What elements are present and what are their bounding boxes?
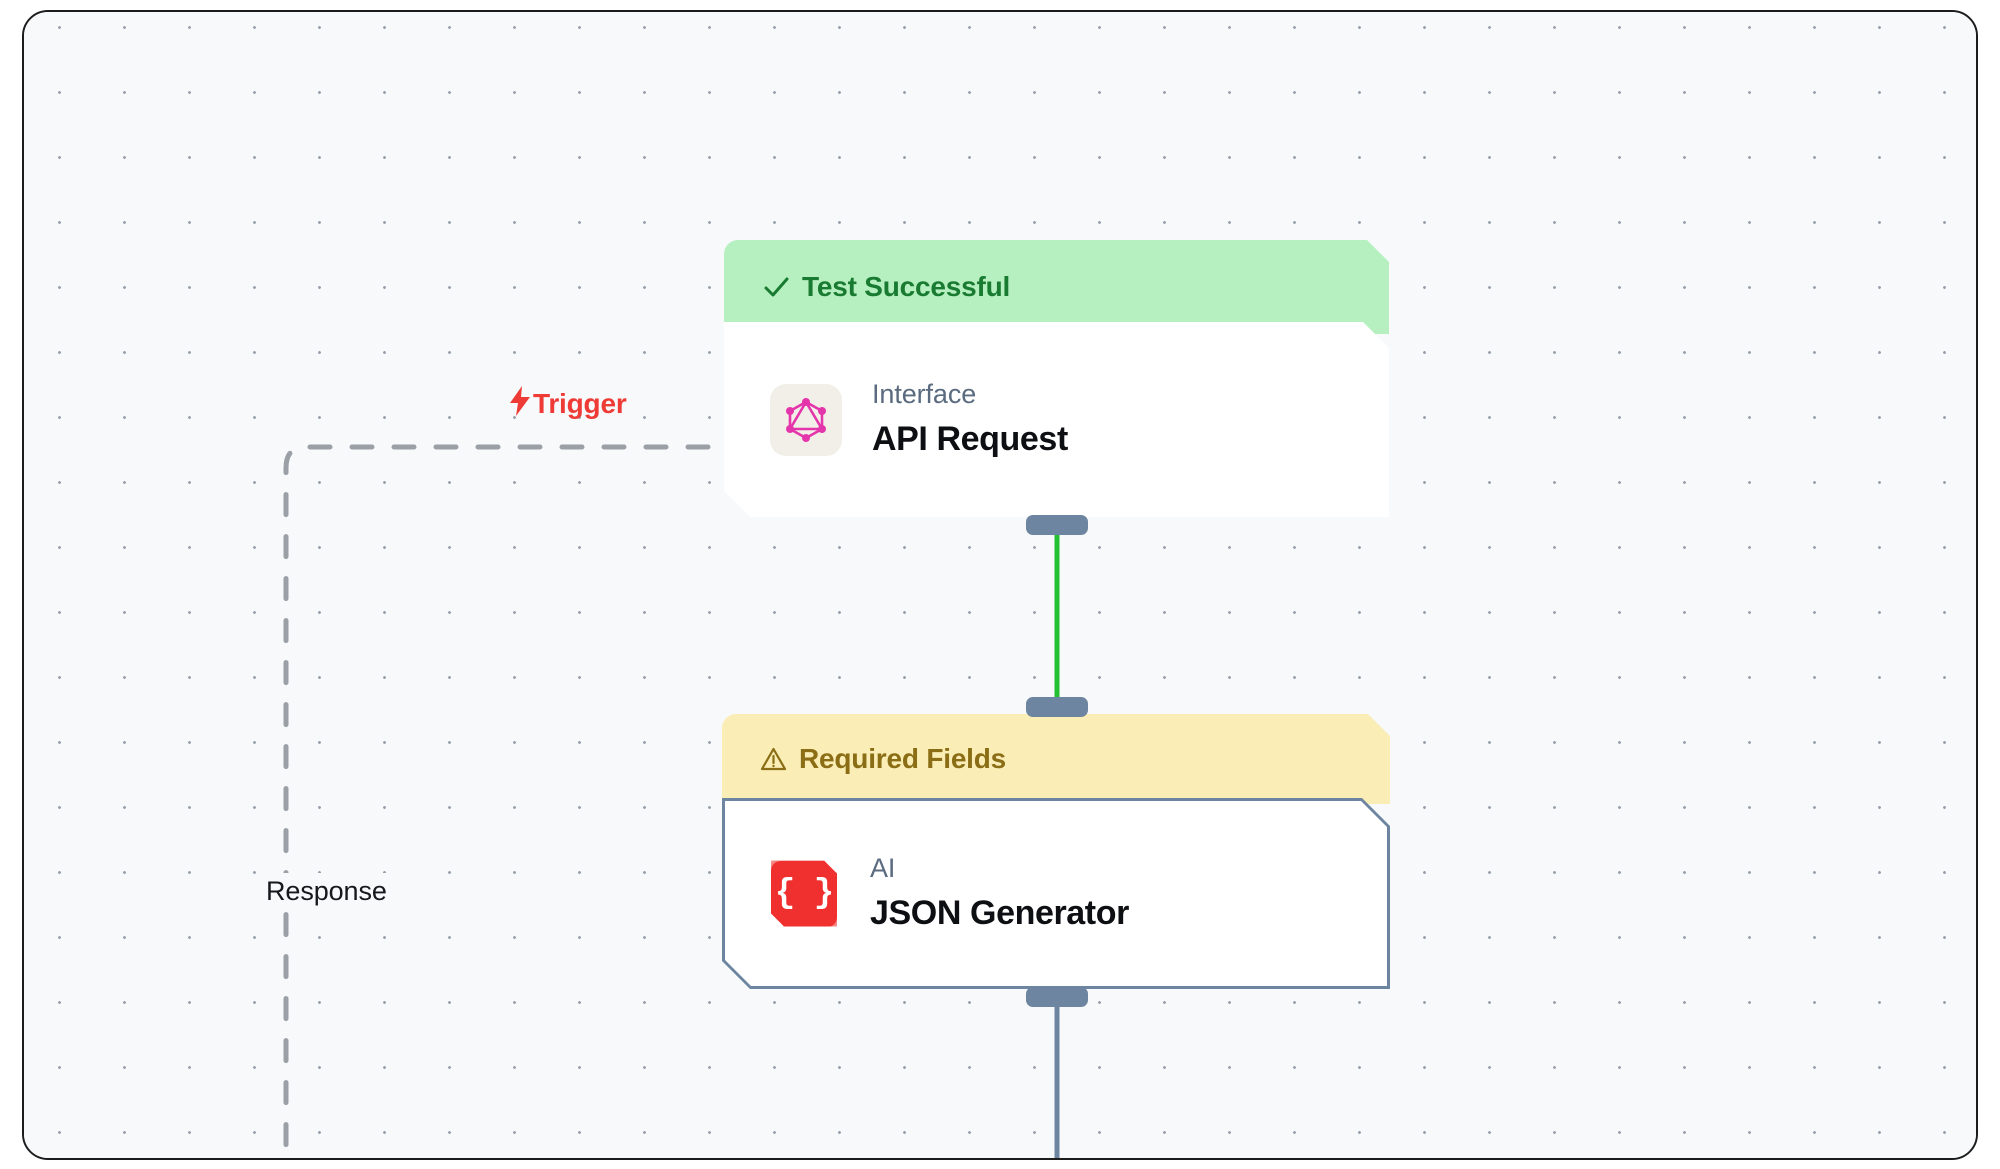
graphql-icon xyxy=(770,384,842,456)
node-icon-container xyxy=(768,382,844,458)
node-title-label: API Request xyxy=(872,420,1068,459)
node-status-banner-warning-label: Required Fields xyxy=(799,743,1007,774)
node-json-generator[interactable]: Required Fields { } AI JSON Generator xyxy=(722,714,1390,989)
node-card-json-generator-body: { } AI JSON Generator xyxy=(725,801,1387,986)
json-braces-icon: { } xyxy=(771,861,837,927)
node-text-container: Interface API Request xyxy=(872,378,1068,462)
node-card-json-generator[interactable]: { } AI JSON Generator xyxy=(722,798,1390,989)
node-api-request[interactable]: Test Successful xyxy=(724,240,1389,517)
node-status-banner-warning[interactable]: Required Fields xyxy=(722,714,1390,804)
edge-label-response-text: Response xyxy=(266,876,387,906)
node-status-banner-success-label: Test Successful xyxy=(802,271,1011,302)
canvas-frame: Trigger Response Test Successful xyxy=(22,10,1978,1160)
edge-label-trigger-text: Trigger xyxy=(533,387,627,419)
node-icon-container: { } xyxy=(766,856,842,932)
edge-label-response[interactable]: Response xyxy=(256,873,397,910)
port-json-generator-output[interactable] xyxy=(1026,987,1088,1007)
node-status-banner-success[interactable]: Test Successful xyxy=(724,240,1389,334)
warning-triangle-icon xyxy=(760,746,787,772)
lightning-bolt-icon xyxy=(509,386,531,421)
json-braces-icon-glyph: { } xyxy=(774,874,834,913)
port-api-request-output[interactable] xyxy=(1026,515,1088,535)
node-title-label: JSON Generator xyxy=(870,894,1129,933)
edge-label-trigger[interactable]: Trigger xyxy=(509,386,627,421)
port-json-generator-input[interactable] xyxy=(1026,697,1088,717)
node-text-container: AI JSON Generator xyxy=(870,852,1129,936)
node-kind-label: Interface xyxy=(872,378,977,409)
node-card-api-request[interactable]: Interface API Request xyxy=(724,322,1389,517)
node-kind-label: AI xyxy=(870,852,896,883)
check-icon xyxy=(762,273,790,301)
